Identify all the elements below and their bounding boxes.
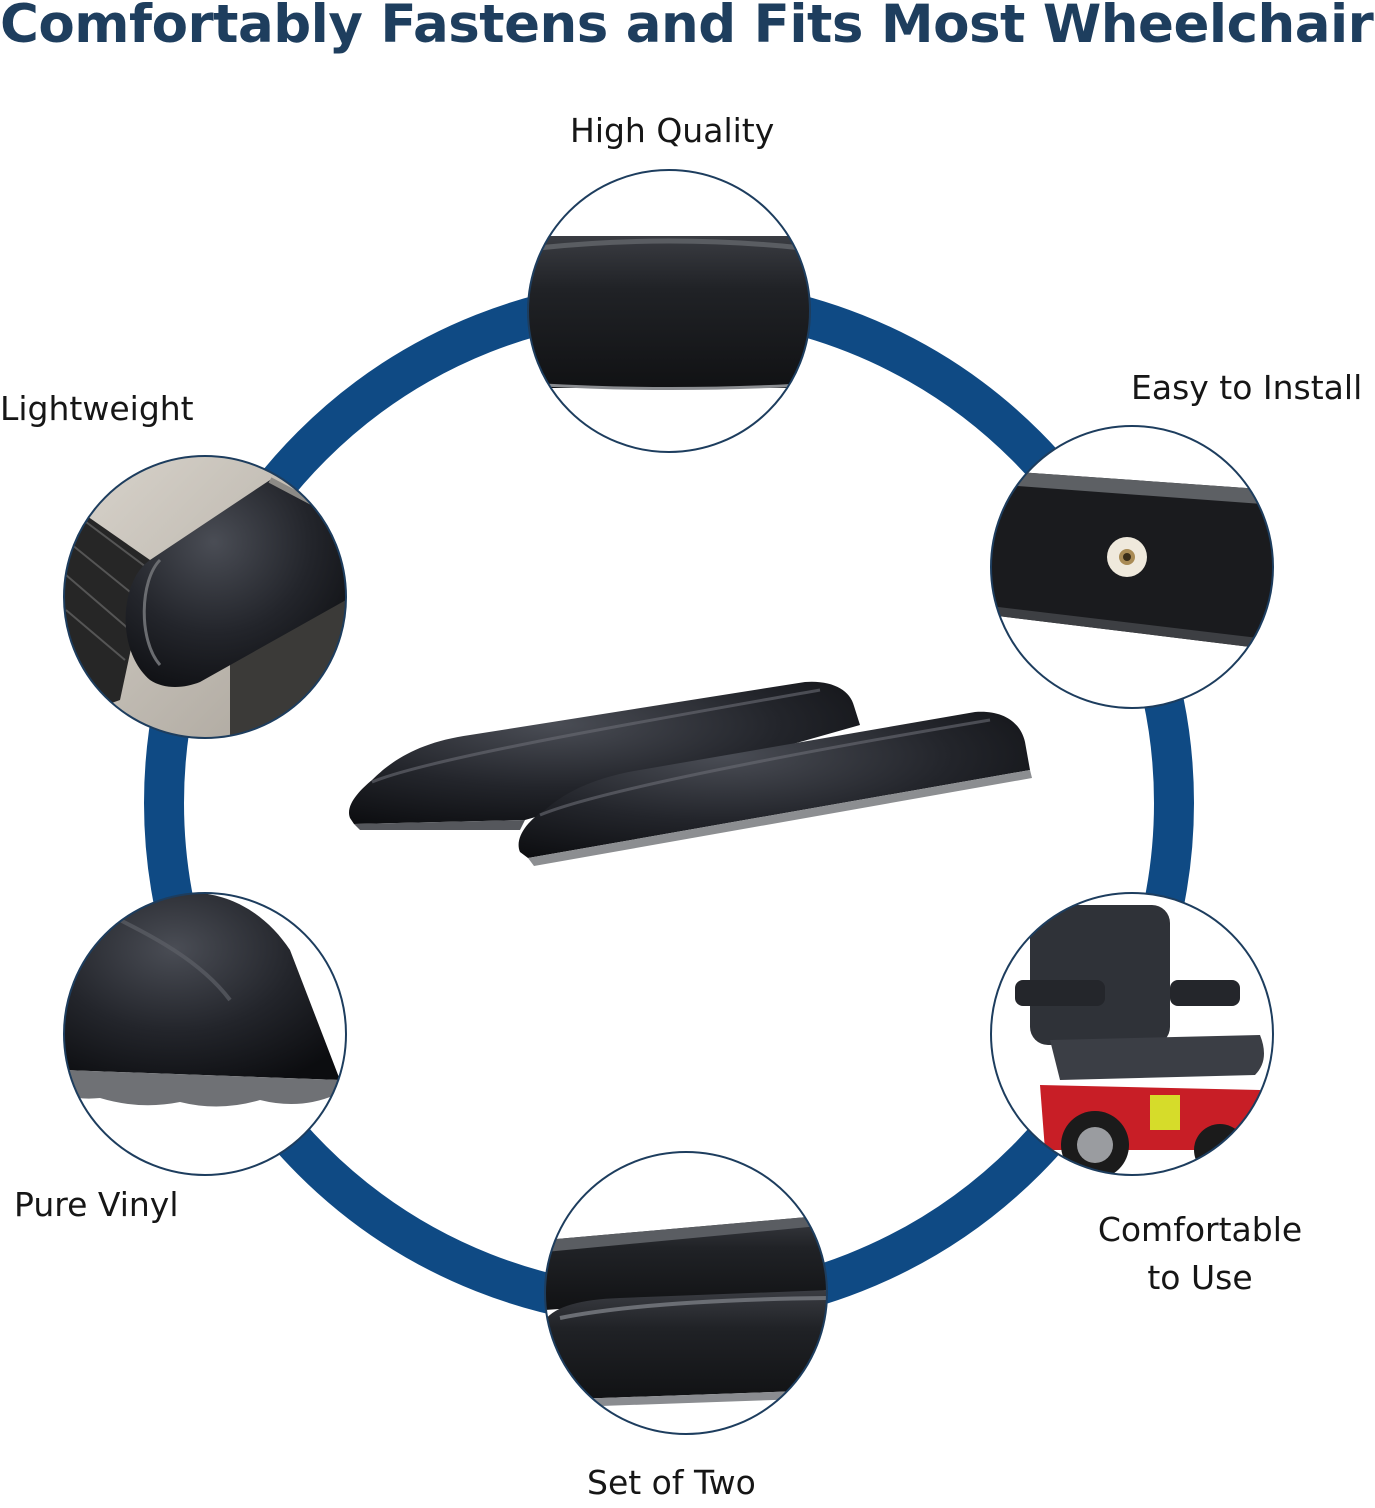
label-high-quality: High Quality <box>570 111 775 150</box>
label-comfortable-line2: to Use <box>1147 1257 1253 1297</box>
vinyl-corner-icon <box>63 892 347 1176</box>
label-easy-to-install: Easy to Install <box>1131 368 1363 407</box>
armrest-screw-hole-icon <box>990 425 1274 709</box>
armrest-closeup-icon <box>527 169 811 453</box>
label-comfortable-line1: Comfortable <box>1097 1210 1303 1249</box>
label-pure-vinyl: Pure Vinyl <box>14 1185 179 1224</box>
two-armrests-icon <box>544 1151 828 1435</box>
label-lightweight: Lightweight <box>0 389 194 428</box>
armrest-on-chair-icon <box>63 455 347 739</box>
label-comfortable-to-use: Comfortable to Use <box>1089 1205 1311 1302</box>
page-title: Comfortably Fastens and Fits Most Wheelc… <box>0 0 1375 55</box>
label-set-of-two: Set of Two <box>587 1463 756 1502</box>
armrest-pair-center-icon <box>349 681 1032 866</box>
